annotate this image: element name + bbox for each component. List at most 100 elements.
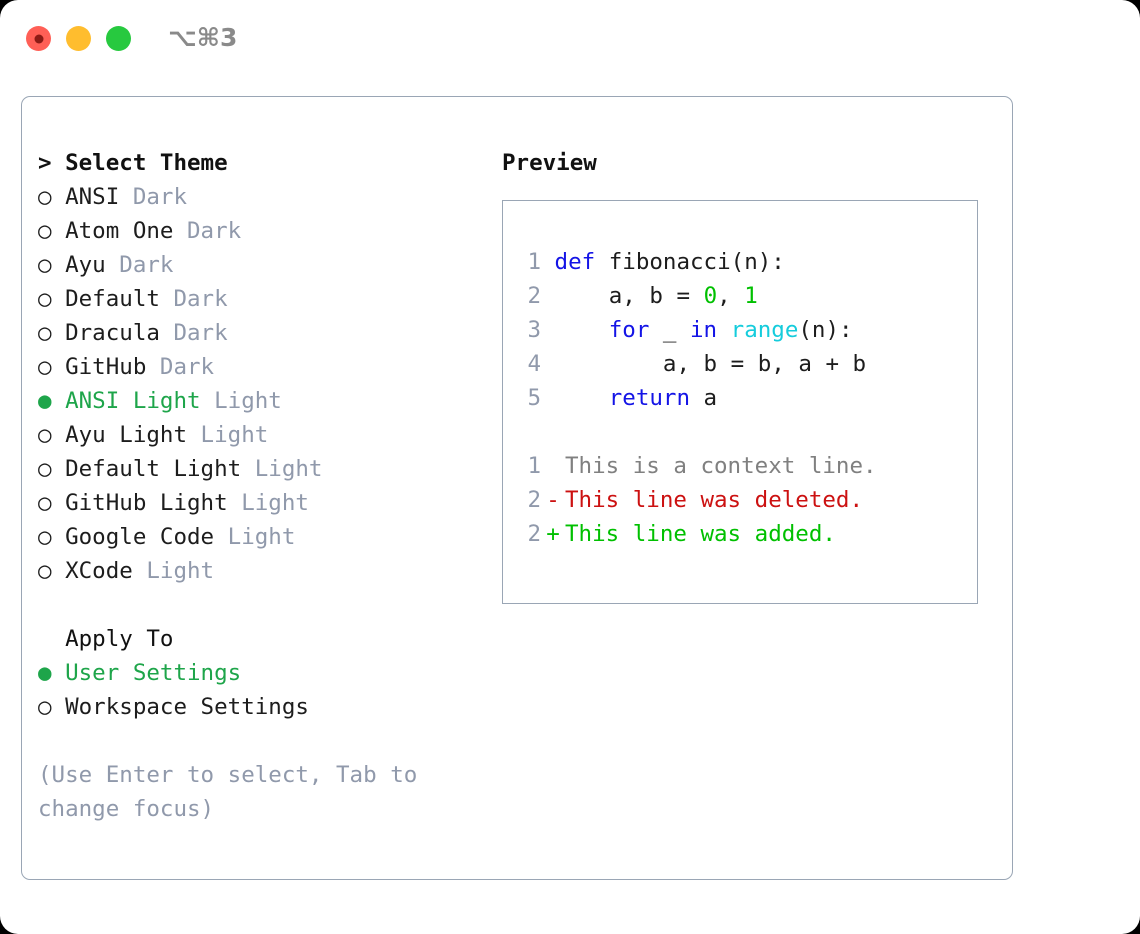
apply-to-option-user-settings[interactable]: ● User Settings bbox=[38, 656, 488, 690]
diff-line-context: 1 This is a context line. bbox=[511, 449, 971, 483]
theme-option-default[interactable]: ○ Default Dark bbox=[38, 282, 488, 316]
code-token-plain: a, b = bbox=[554, 283, 704, 309]
theme-option-kind: Light bbox=[227, 490, 309, 516]
code-token-plain bbox=[717, 317, 731, 343]
code-token-plain: _ bbox=[649, 317, 691, 343]
radio-selected-icon: ● bbox=[38, 388, 52, 414]
diff-line-text: This is a context line. bbox=[565, 453, 877, 479]
section-spacer bbox=[38, 588, 488, 622]
preview-pane: Preview 1 def fibonacci(n):2 a, b = 0, 1… bbox=[502, 146, 1002, 604]
keyboard-shortcut-label: ⌥⌘3 bbox=[168, 23, 238, 52]
diff-spacer bbox=[511, 415, 971, 449]
theme-option-kind: Light bbox=[214, 524, 296, 550]
code-token-number: 1 bbox=[744, 283, 758, 309]
code-token-keyword: def bbox=[554, 249, 596, 275]
code-line: 4 a, b = b, a + b bbox=[511, 347, 971, 381]
code-gutter-space bbox=[541, 385, 555, 411]
code-token-plain bbox=[555, 385, 609, 411]
radio-unselected-icon: ○ bbox=[38, 320, 52, 346]
theme-option-ansi-light[interactable]: ● ANSI Light Light bbox=[38, 384, 488, 418]
radio-unselected-icon: ○ bbox=[38, 524, 52, 550]
theme-option-kind: Dark bbox=[105, 252, 174, 278]
minimize-button[interactable] bbox=[66, 26, 91, 51]
apply-to-options-list: ● User Settings○ Workspace Settings bbox=[38, 656, 488, 724]
diff-line-text: This line was deleted. bbox=[565, 487, 864, 513]
keyboard-hint-text: (Use Enter to select, Tab to change focu… bbox=[38, 762, 431, 822]
theme-option-label: GitHub bbox=[51, 354, 147, 380]
code-line: 1 def fibonacci(n): bbox=[511, 245, 971, 279]
theme-option-label: Dracula bbox=[51, 320, 160, 346]
diff-marker-icon: + bbox=[546, 521, 560, 547]
theme-list-pane: > Select Theme ○ ANSI Dark○ Atom One Dar… bbox=[38, 146, 488, 826]
theme-option-ayu-light[interactable]: ○ Ayu Light Light bbox=[38, 418, 488, 452]
recording-indicator-icon bbox=[34, 34, 43, 43]
code-line: 2 a, b = 0, 1 bbox=[511, 279, 971, 313]
theme-option-label: Ayu Light bbox=[51, 422, 188, 448]
code-token-number: 0 bbox=[703, 283, 718, 309]
theme-option-label: Google Code bbox=[51, 524, 215, 550]
code-gutter-space bbox=[541, 351, 555, 377]
apply-to-option-label: Workspace Settings bbox=[51, 694, 309, 720]
theme-option-kind: Dark bbox=[159, 286, 228, 312]
theme-option-kind: Light bbox=[187, 422, 269, 448]
diff-line-added: 2+This line was added. bbox=[511, 517, 971, 551]
code-token-plain: (n): bbox=[798, 317, 853, 343]
theme-option-label: ANSI Light bbox=[51, 388, 201, 414]
diff-line-number: 2 bbox=[527, 521, 541, 547]
theme-option-kind: Dark bbox=[159, 320, 228, 346]
theme-options-list: ○ ANSI Dark○ Atom One Dark○ Ayu Dark○ De… bbox=[38, 180, 488, 588]
theme-option-kind: Dark bbox=[119, 184, 188, 210]
theme-option-default-light[interactable]: ○ Default Light Light bbox=[38, 452, 488, 486]
diff-line-number: 2 bbox=[527, 487, 541, 513]
theme-option-label: XCode bbox=[51, 558, 133, 584]
code-token-plain: , bbox=[717, 283, 745, 309]
radio-unselected-icon: ○ bbox=[38, 456, 52, 482]
code-gutter-space bbox=[541, 249, 555, 275]
theme-option-xcode[interactable]: ○ XCode Light bbox=[38, 554, 488, 588]
close-button[interactable] bbox=[26, 26, 51, 51]
code-token-plain bbox=[555, 317, 609, 343]
theme-option-kind: Light bbox=[241, 456, 323, 482]
maximize-button[interactable] bbox=[106, 26, 131, 51]
theme-option-label: GitHub Light bbox=[51, 490, 228, 516]
code-line-number: 5 bbox=[527, 385, 541, 411]
code-gutter-space bbox=[541, 283, 555, 309]
code-line-number: 4 bbox=[527, 351, 541, 377]
preview-heading: Preview bbox=[502, 150, 597, 176]
apply-to-option-label: User Settings bbox=[51, 660, 242, 686]
theme-selector-card: > Select Theme ○ ANSI Dark○ Atom One Dar… bbox=[21, 96, 1013, 880]
diff-line-deleted: 2-This line was deleted. bbox=[511, 483, 971, 517]
code-line: 5 return a bbox=[511, 381, 971, 415]
theme-option-dracula[interactable]: ○ Dracula Dark bbox=[38, 316, 488, 350]
theme-option-google-code[interactable]: ○ Google Code Light bbox=[38, 520, 488, 554]
diff-marker-icon: - bbox=[546, 487, 560, 513]
theme-option-ayu[interactable]: ○ Ayu Dark bbox=[38, 248, 488, 282]
radio-unselected-icon: ○ bbox=[38, 252, 52, 278]
apply-to-option-workspace-settings[interactable]: ○ Workspace Settings bbox=[38, 690, 488, 724]
theme-option-atom-one[interactable]: ○ Atom One Dark bbox=[38, 214, 488, 248]
theme-option-label: ANSI bbox=[51, 184, 120, 210]
theme-option-github[interactable]: ○ GitHub Dark bbox=[38, 350, 488, 384]
theme-option-ansi[interactable]: ○ ANSI Dark bbox=[38, 180, 488, 214]
theme-option-label: Atom One bbox=[51, 218, 174, 244]
code-line: 3 for _ in range(n): bbox=[511, 313, 971, 347]
theme-option-label: Ayu bbox=[51, 252, 106, 278]
diff-line-text: This line was added. bbox=[565, 521, 836, 547]
code-token-plain: fibonacci(n): bbox=[595, 249, 785, 275]
code-line-number: 3 bbox=[527, 317, 541, 343]
radio-unselected-icon: ○ bbox=[38, 490, 52, 516]
code-token-keyword: for bbox=[608, 317, 650, 343]
radio-unselected-icon: ○ bbox=[38, 354, 52, 380]
radio-selected-icon: ● bbox=[38, 660, 52, 686]
theme-option-kind: Light bbox=[200, 388, 282, 414]
code-token-plain: a, b = b, a + b bbox=[554, 351, 867, 377]
theme-option-kind: Dark bbox=[173, 218, 242, 244]
theme-option-label: Default bbox=[51, 286, 160, 312]
theme-option-github-light[interactable]: ○ GitHub Light Light bbox=[38, 486, 488, 520]
diff-line-number: 1 bbox=[527, 453, 541, 479]
radio-unselected-icon: ○ bbox=[38, 422, 52, 448]
